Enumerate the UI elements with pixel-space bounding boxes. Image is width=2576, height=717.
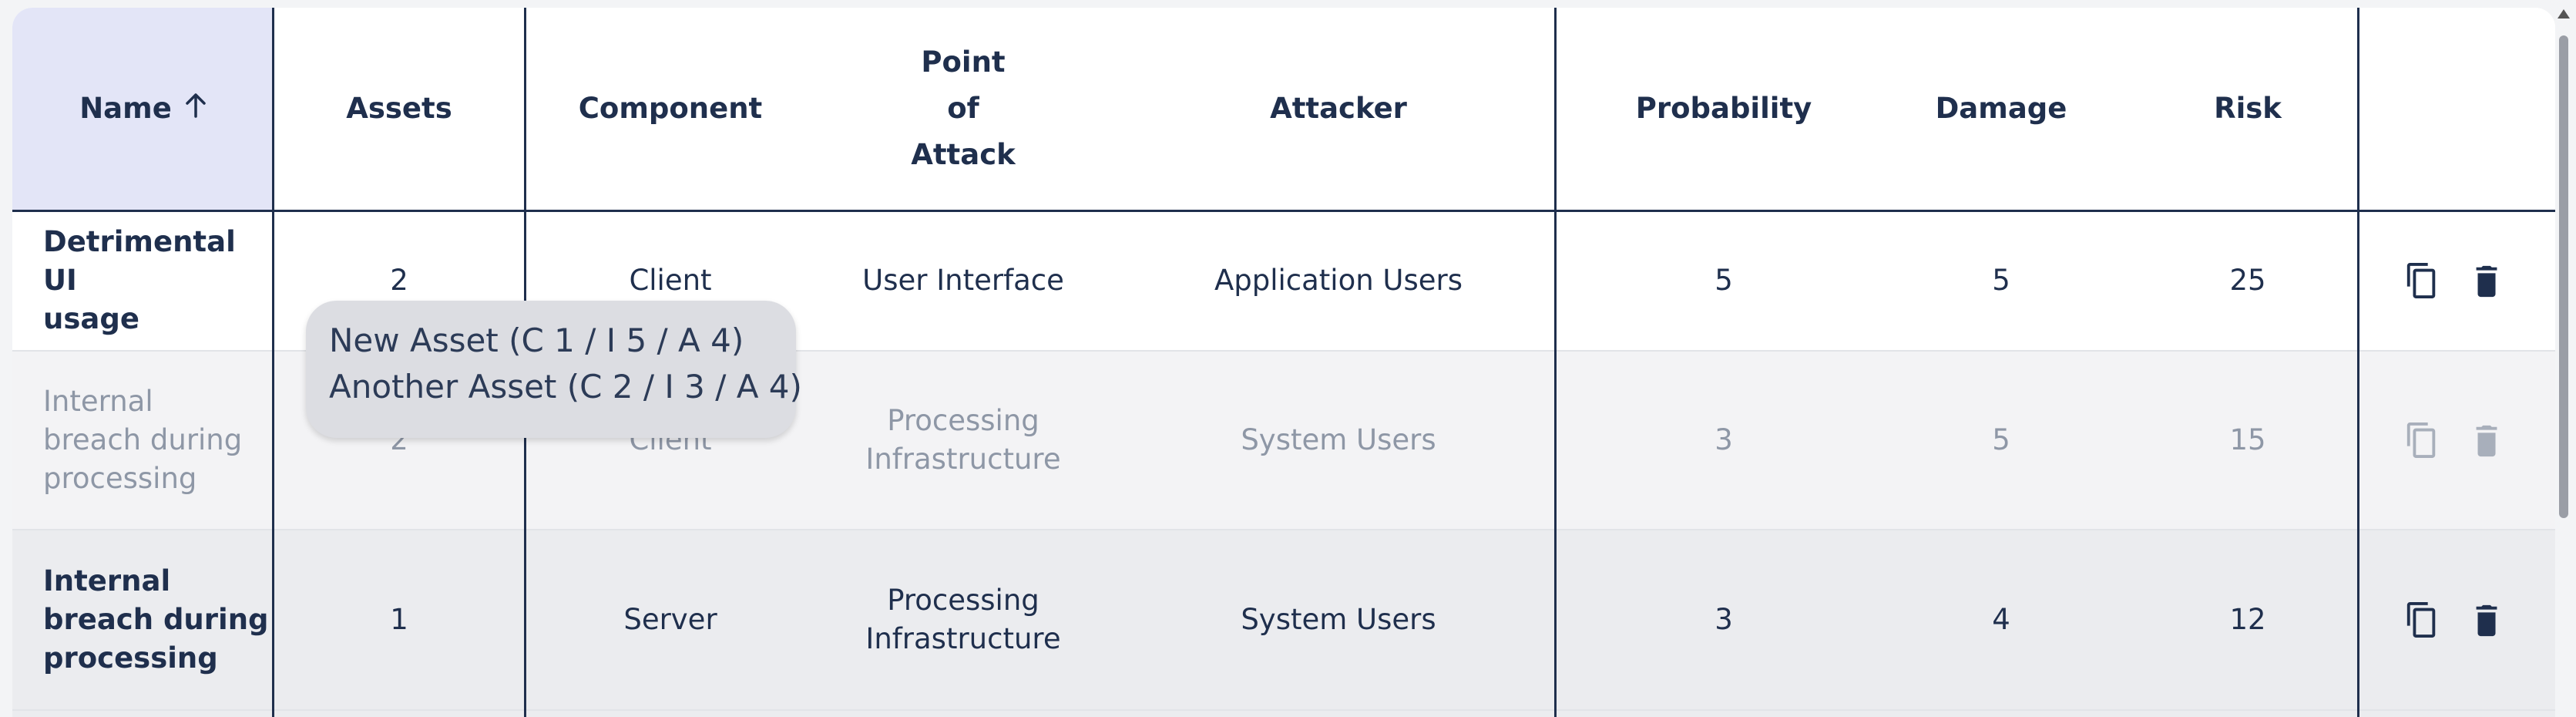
table-row[interactable]: Internal breach during processing 1 Serv… xyxy=(12,530,2555,709)
threat-table: Name Assets Component Point of Attack At… xyxy=(12,8,2555,717)
header-probability-label: Probability xyxy=(1635,92,1812,125)
row-point-of-attack: User Interface xyxy=(862,264,1064,297)
header-point-of-attack-label-2: of xyxy=(947,92,979,125)
trash-icon[interactable] xyxy=(2469,261,2504,300)
row-name-line: Internal xyxy=(43,564,171,598)
header-risk[interactable]: Risk xyxy=(2124,8,2371,210)
scroll-up-icon[interactable] xyxy=(2558,9,2570,19)
row-point-of-attack-line: Processing xyxy=(887,404,1039,437)
row-damage: 5 xyxy=(1992,264,2010,297)
row-point-of-attack-line: Infrastructure xyxy=(865,443,1061,476)
header-point-of-attack-label-3: Attack xyxy=(911,138,1016,171)
header-damage[interactable]: Damage xyxy=(1862,8,2140,210)
row-risk: 25 xyxy=(2229,264,2266,297)
row-risk: 15 xyxy=(2229,423,2266,456)
header-component[interactable]: Component xyxy=(524,8,817,210)
header-name[interactable]: Name xyxy=(12,8,274,210)
row-probability: 5 xyxy=(1715,264,1733,297)
tooltip-line: Another Asset (C 2 / I 3 / A 4) xyxy=(329,368,802,406)
row-attacker: System Users xyxy=(1241,603,1436,636)
row-name: Internal breach during processing xyxy=(12,352,274,529)
copy-icon[interactable] xyxy=(2404,601,2440,639)
header-attacker[interactable]: Attacker xyxy=(1110,8,1567,210)
copy-icon[interactable] xyxy=(2404,421,2440,459)
row-point-of-attack-line: Processing xyxy=(887,584,1039,617)
header-assets[interactable]: Assets xyxy=(274,8,524,210)
row-name-line: Internal xyxy=(43,385,153,418)
row-name-line: processing xyxy=(43,462,197,495)
row-divider xyxy=(12,350,2555,352)
row-divider xyxy=(12,529,2555,530)
row-assets[interactable]: 2 xyxy=(390,264,408,297)
row-name: Detrimental UI usage xyxy=(12,211,274,350)
header-damage-label: Damage xyxy=(1935,92,2067,125)
row-component: Client xyxy=(629,264,712,297)
assets-tooltip: New Asset (C 1 / I 5 / A 4) Another Asse… xyxy=(306,301,802,438)
column-divider xyxy=(1554,8,1557,717)
arrow-up-icon xyxy=(184,86,207,132)
sorted-column-highlight xyxy=(12,8,274,210)
row-probability: 3 xyxy=(1715,603,1733,636)
row-name-line: usage xyxy=(43,302,139,335)
header-divider xyxy=(12,210,2555,212)
row-name-line: breach during xyxy=(43,423,243,456)
row-attacker: System Users xyxy=(1241,423,1436,456)
row-risk: 12 xyxy=(2229,603,2266,636)
row-name-line: breach during xyxy=(43,603,269,636)
tooltip-line: New Asset (C 1 / I 5 / A 4) xyxy=(329,321,744,359)
row-damage: 4 xyxy=(1992,603,2010,636)
row-name-line: processing xyxy=(43,641,218,675)
row-component: Server xyxy=(623,603,717,636)
row-name: Internal breach during processing xyxy=(12,530,274,709)
header-name-label: Name xyxy=(79,92,172,125)
row-attacker: Application Users xyxy=(1214,264,1463,297)
row-damage: 5 xyxy=(1992,423,2010,456)
row-assets[interactable]: 1 xyxy=(390,603,408,636)
row-probability: 3 xyxy=(1715,423,1733,456)
header-probability[interactable]: Probability xyxy=(1570,8,1878,210)
row-point-of-attack-line: Infrastructure xyxy=(865,622,1061,655)
scrollbar-thumb[interactable] xyxy=(2559,35,2568,518)
table-row-partial xyxy=(12,711,2555,717)
column-divider xyxy=(2357,8,2359,717)
column-divider xyxy=(272,8,274,717)
header-assets-label: Assets xyxy=(346,92,452,125)
row-divider xyxy=(12,709,2555,711)
row-name-line: Detrimental UI xyxy=(43,225,236,297)
copy-icon[interactable] xyxy=(2404,261,2440,300)
header-point-of-attack-label-1: Point xyxy=(921,45,1006,79)
row-point-of-attack: Processing Infrastructure xyxy=(817,530,1110,709)
header-component-label: Component xyxy=(578,92,763,125)
trash-icon[interactable] xyxy=(2469,421,2504,459)
header-attacker-label: Attacker xyxy=(1270,92,1407,125)
header-risk-label: Risk xyxy=(2214,92,2282,125)
row-point-of-attack: Processing Infrastructure xyxy=(817,352,1110,529)
header-point-of-attack[interactable]: Point of Attack xyxy=(817,8,1110,210)
table-header: Name Assets Component Point of Attack At… xyxy=(12,8,2555,210)
trash-icon[interactable] xyxy=(2469,601,2504,639)
